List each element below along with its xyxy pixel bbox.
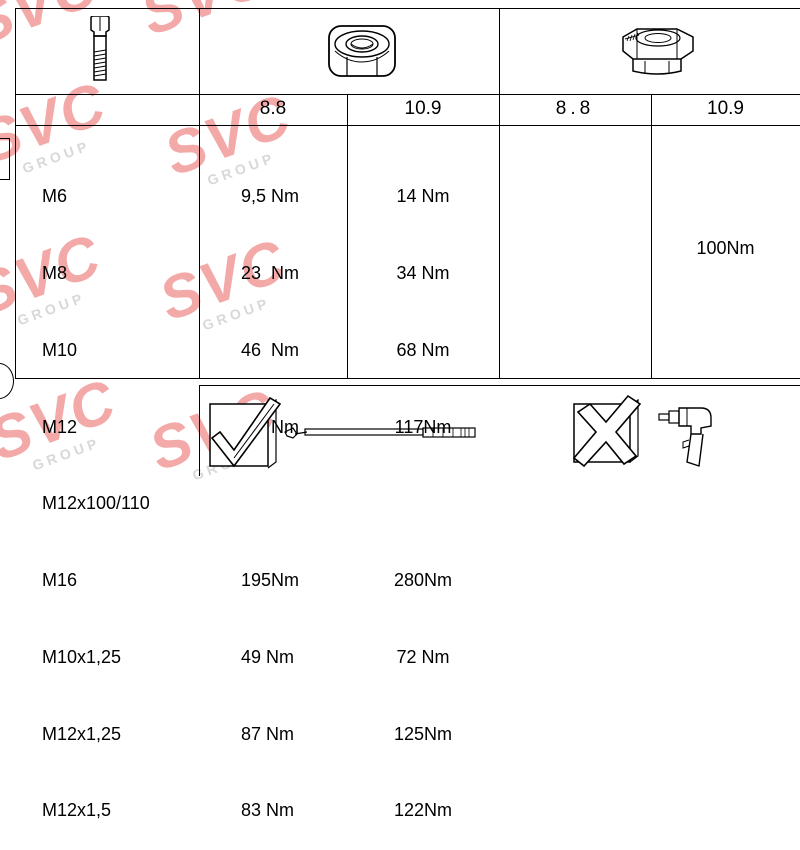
check-mark-icon: [209, 396, 282, 469]
torque-value: 195Nm: [241, 570, 300, 591]
header-plain-grade-88: 8.8: [259, 98, 287, 119]
column-divider: [199, 8, 200, 378]
thread-size: M12: [42, 416, 78, 437]
torque-value: 280Nm: [393, 570, 453, 591]
torque-value: 14 Nm: [396, 186, 450, 207]
impact-wrench-icon: [658, 407, 712, 467]
thread-size: M6: [42, 186, 68, 207]
column-divider: [651, 94, 652, 378]
page-edge-box: [0, 138, 10, 180]
header-flange-grade-109: 10.9: [707, 98, 744, 119]
torque-value: 125Nm: [393, 723, 453, 744]
thread-size: M12x1,25: [42, 723, 122, 744]
cross-mark-icon: [572, 394, 642, 468]
thread-size: M10x1,25: [42, 646, 122, 667]
bolt-icon: [90, 16, 110, 81]
thread-size: M16: [42, 570, 78, 591]
plain-88-column: 9,5 Nm 23 Nm 46 Nm 79 Nm 195Nm 49 Nm 87 …: [241, 133, 299, 850]
hex-nut-icon: [328, 25, 396, 77]
flange-nut-icon: [622, 28, 694, 75]
torque-value: 87 Nm: [241, 723, 295, 744]
torque-value: 122Nm: [393, 800, 453, 821]
torque-value: 117Nm: [394, 416, 452, 437]
torque-value: 9,5 Nm: [241, 186, 300, 207]
column-divider: [499, 8, 500, 378]
torque-value: 46 Nm: [241, 339, 300, 360]
thread-size: M12x1,5: [42, 800, 112, 821]
torque-value: 49 Nm: [241, 646, 295, 667]
thread-size: M10: [42, 339, 78, 360]
torque-value: 34 Nm: [396, 262, 450, 283]
torque-value: 72 Nm: [396, 646, 450, 667]
thread-size: M8: [42, 262, 68, 283]
tool-panel: [199, 385, 800, 476]
header-plain-grade-109: 10.9: [404, 98, 442, 119]
column-divider: [347, 94, 348, 378]
page-edge-circle: [0, 363, 14, 399]
torque-value: 68 Nm: [396, 339, 450, 360]
torque-value: [241, 491, 299, 517]
thread-size: M12x100/110: [42, 493, 150, 514]
header-flange-grade-88: 8.8: [555, 98, 595, 119]
torque-value: 83 Nm: [241, 800, 295, 821]
table-border-bottom: [15, 378, 800, 379]
subheader-divider: [15, 125, 800, 126]
table-border-left: [15, 8, 16, 378]
plain-109-column: 14 Nm 34 Nm 68 Nm 117Nm 280Nm 72 Nm 125N…: [347, 133, 499, 850]
header-divider: [15, 94, 800, 95]
torque-wrench-icon: [284, 427, 476, 439]
torque-value: 23 Nm: [241, 262, 300, 283]
table-border-top: [15, 8, 800, 9]
flange-109-torque: 100Nm: [696, 238, 755, 258]
torque-value: [347, 491, 499, 517]
thread-size-column: M6 M8 M10 M12 M12x100/110 M16 M10x1,25 M…: [42, 133, 150, 850]
